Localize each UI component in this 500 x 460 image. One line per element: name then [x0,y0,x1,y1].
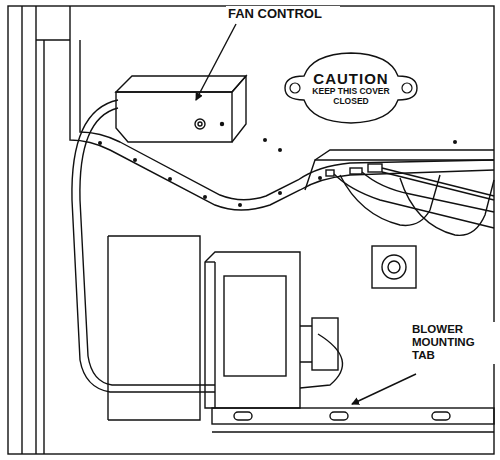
manifold-top [315,150,494,160]
rail-slot [234,412,252,420]
limit-switch [388,261,400,273]
control-screw [195,119,205,129]
side-wall [21,6,22,454]
wall-edge [36,39,70,40]
motor-capacitor [224,276,286,376]
part-label: BLOWER MOUNTING TAB [410,322,498,364]
panel-flange [80,40,494,200]
bolt-holes [98,138,457,207]
cabinet-frame [8,6,494,454]
burner-shroud [400,178,494,235]
motor-bracket [312,318,338,370]
control-screw [198,122,202,126]
indicator-led [221,123,224,126]
motor-lead [300,334,343,388]
part-label: FAN CONTROL [226,6,340,23]
mounting-rail [212,408,494,424]
wire-harness [72,100,215,392]
rail-slot [432,412,450,420]
blower-motor [214,262,215,408]
sensor-wire [382,168,494,196]
blower-housing [107,236,108,420]
leader-line [196,24,236,100]
sensor-wire [334,174,494,228]
caution-plate: CAUTIONKEEP THIS COVER CLOSED [282,50,420,126]
blower-housing [108,236,200,420]
caution-note: KEEP THIS COVER CLOSED [309,87,393,107]
igniter [326,170,334,176]
fan-control-box [116,92,232,142]
caution-heading: CAUTION [305,70,397,87]
fan-control-box [116,76,246,92]
sensor-wire [362,172,494,212]
igniter [350,168,362,174]
manifold-top [305,160,494,190]
fan-control-box [232,76,246,142]
rail-slot [330,412,348,420]
mounting-rail [212,431,494,432]
motor-bracket [300,326,312,362]
igniter [368,164,382,172]
side-wall [35,6,36,454]
panel-outline [70,40,494,210]
wire-harness [80,108,215,385]
blower-motor [205,261,215,262]
sensor-wire [382,172,494,200]
wall-edge [69,6,70,40]
limit-switch [382,255,406,279]
side-wall [43,40,44,454]
leader-line [352,374,416,404]
limit-switch [372,246,416,288]
blower-motor [205,252,300,408]
